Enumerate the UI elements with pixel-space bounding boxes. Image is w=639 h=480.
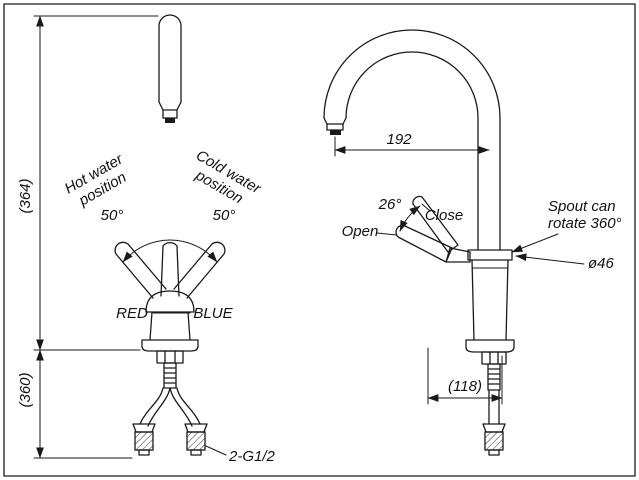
- thread-leader-line: [205, 445, 227, 456]
- handle-angle-arc: [399, 205, 421, 232]
- drawing-border: [3, 3, 636, 477]
- dim-360-label: (360): [17, 372, 34, 407]
- close-leader-line: [421, 203, 431, 212]
- front-handle-positions: [114, 241, 226, 313]
- front-left-hose-connector: [134, 431, 154, 451]
- blue-label: BLUE: [193, 305, 233, 322]
- front-body-outline: [141, 311, 199, 389]
- open-leader-line: [376, 232, 397, 236]
- handle-angle-label: 26°: [378, 196, 402, 213]
- hot-angle-label: 50°: [101, 207, 124, 224]
- close-label: Close: [425, 207, 463, 224]
- side-handle-positions: [376, 195, 471, 263]
- diameter-leader-line: [515, 253, 585, 265]
- rotate-note-leader-line: [511, 233, 559, 253]
- cold-angle-label: 50°: [213, 207, 236, 224]
- open-label: Open: [342, 223, 379, 240]
- side-spout-outline: [323, 29, 501, 251]
- base-depth-label: (118): [448, 378, 482, 395]
- side-reach-dimension: [334, 136, 490, 157]
- rotate-note-line1: Spout can: [548, 198, 616, 215]
- side-hose-connector: [484, 431, 504, 451]
- rotate-note-line2: rotate 360°: [548, 215, 622, 232]
- annotation-labels: (364) (360) Hot water position 50° Cold …: [17, 131, 622, 465]
- spout-reach-label: 192: [386, 131, 412, 148]
- thread-size-label: 2-G1/2: [228, 448, 276, 465]
- side-base-depth-dimension: [427, 347, 503, 405]
- front-supply-hoses: [132, 387, 227, 456]
- dim-364-label: (364): [17, 178, 34, 213]
- front-handle-swing-arcs: [122, 239, 218, 263]
- front-view-drawing: [33, 14, 227, 459]
- front-aerator-tip: [165, 118, 175, 123]
- front-handle-hub: [145, 290, 195, 313]
- diameter-label: ø46: [588, 255, 615, 272]
- side-view-drawing: [323, 29, 585, 456]
- front-height-dimensions: [33, 15, 159, 459]
- side-body-outline: [465, 249, 515, 456]
- side-aerator-tip: [330, 130, 341, 135]
- front-right-hose-connector: [186, 431, 206, 451]
- front-spout-outline: [158, 14, 182, 123]
- red-label: RED: [116, 305, 148, 322]
